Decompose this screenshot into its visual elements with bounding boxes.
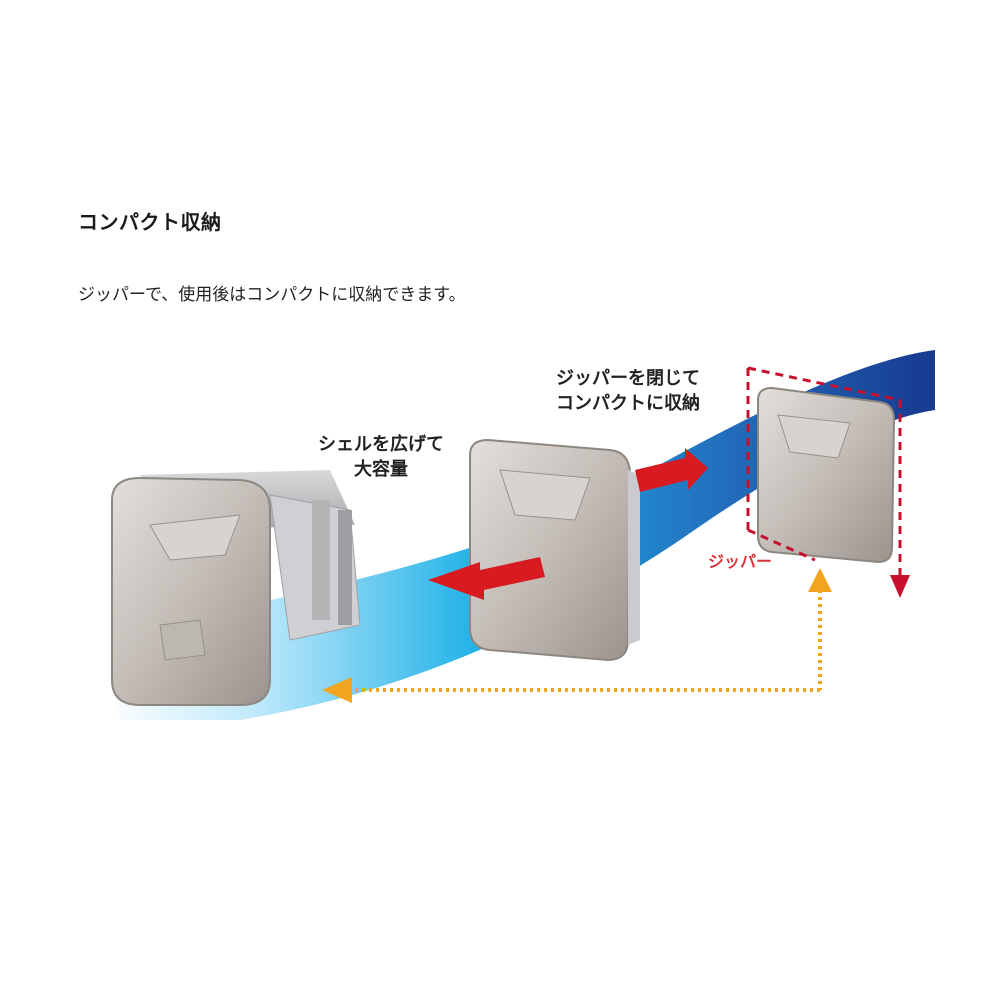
expand-callout: シェルを広げて 大容量 bbox=[318, 432, 444, 482]
close-callout-line1: ジッパーを閉じて bbox=[556, 368, 700, 389]
zipper-dashed-frame bbox=[746, 366, 902, 575]
expand-callout-line2: 大容量 bbox=[354, 459, 408, 480]
compact-cooler-bag bbox=[757, 386, 896, 564]
zipper-label: ジッパー bbox=[708, 552, 773, 571]
section-heading: コンパクト収納 bbox=[78, 210, 222, 234]
expanded-cooler-bag bbox=[111, 470, 361, 706]
expand-arrow bbox=[428, 557, 545, 600]
expand-callout-line1: シェルを広げて bbox=[318, 434, 444, 455]
compact-storage-illustration bbox=[100, 350, 935, 720]
compress-arrow bbox=[635, 448, 708, 492]
zipper-down-arrow bbox=[890, 575, 910, 598]
section-description: ジッパーで、使用後はコンパクトに収納できます。 bbox=[78, 285, 466, 305]
close-callout: ジッパーを閉じて コンパクトに収納 bbox=[556, 366, 700, 416]
middle-cooler-bag bbox=[469, 438, 640, 662]
return-dotted-arrow bbox=[350, 590, 822, 692]
close-callout-line2: コンパクトに収納 bbox=[556, 393, 700, 414]
